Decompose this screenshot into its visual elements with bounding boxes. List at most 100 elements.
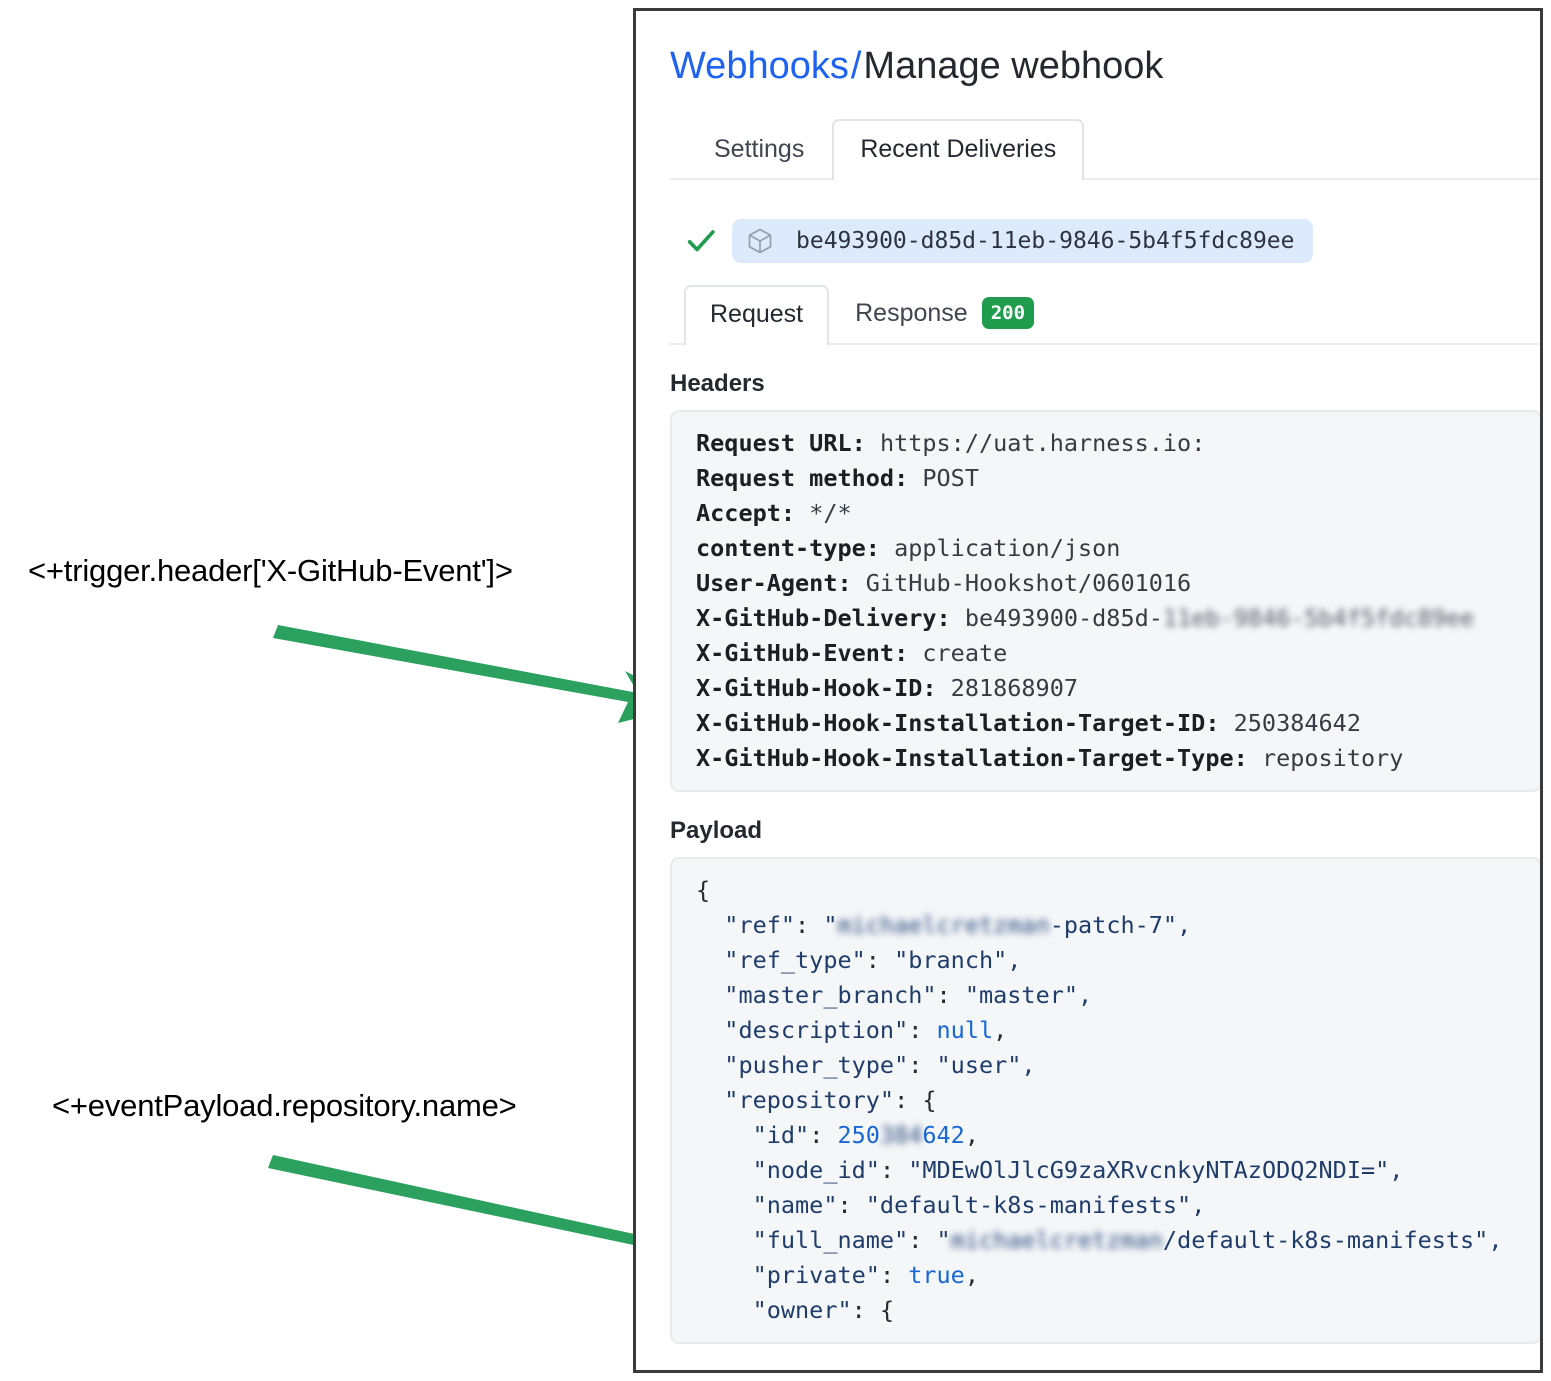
payload-separator: : (936, 980, 965, 1009)
payload-separator: : (837, 1190, 866, 1219)
indent (696, 1191, 753, 1219)
breadcrumb-separator: / (850, 45, 862, 87)
payload-separator: : (894, 1085, 923, 1114)
header-line: Accept: */* (696, 496, 1540, 531)
payload-codebox: { "ref": "michaelcretzman-patch-7", "ref… (670, 856, 1540, 1344)
indent (696, 911, 724, 939)
payload-value: true (908, 1260, 965, 1289)
header-key: X-GitHub-Hook-Installation-Target-ID: (696, 708, 1234, 737)
header-line: X-GitHub-Event: create (696, 636, 1540, 671)
payload-separator: : (851, 1295, 880, 1324)
payload-separator: : (908, 1225, 937, 1254)
payload-value: { (879, 1295, 895, 1324)
payload-token: , (964, 1260, 979, 1289)
header-value: create (922, 638, 1008, 667)
breadcrumb-current: Manage webhook (863, 45, 1164, 87)
payload-key: "ref_type" (724, 945, 866, 974)
header-line: User-Agent: GitHub-Hookshot/0601016 (696, 566, 1540, 601)
header-value: https://uat.harness.io: (879, 428, 1206, 457)
header-line: content-type: application/json (696, 531, 1540, 566)
indent (696, 1226, 753, 1254)
payload-line: "owner": { (696, 1293, 1540, 1328)
indent (696, 946, 724, 974)
redacted-text: 11eb-9846-5b4f5fdc89ee (1162, 603, 1475, 632)
payload-line: "name": "default-k8s-manifests", (696, 1188, 1540, 1223)
header-value: repository (1261, 743, 1404, 772)
payload-line: "master_branch": "master", (696, 978, 1540, 1013)
payload-value: null (936, 1015, 994, 1044)
payload-key: "private" (752, 1260, 880, 1289)
header-key: Request method: (696, 463, 923, 492)
indent (696, 1261, 753, 1289)
payload-value: 250 (837, 1120, 880, 1149)
payload-line: "repository": { (696, 1083, 1540, 1118)
payload-line: "ref_type": "branch", (696, 943, 1540, 978)
payload-token: { (696, 875, 711, 904)
payload-line: "node_id": "MDEwOlJlcG9zaXRvcnkyNTAzODQ2… (696, 1153, 1540, 1188)
header-line: X-GitHub-Hook-Installation-Target-ID: 25… (696, 706, 1540, 741)
payload-separator: : (865, 945, 895, 974)
cube-icon (746, 227, 774, 255)
payload-value: "MDEwOlJlcG9zaXRvcnkyNTAzODQ2NDI=", (908, 1155, 1404, 1184)
delivery-row[interactable]: be493900-d85d-11eb-9846-5b4f5fdc89ee (670, 180, 1540, 277)
delivery-chip[interactable]: be493900-d85d-11eb-9846-5b4f5fdc89ee (732, 218, 1313, 263)
payload-key: "description" (724, 1015, 909, 1044)
payload-key: "master_branch" (724, 980, 937, 1009)
header-key: X-GitHub-Delivery: (696, 603, 965, 632)
annotation-label-event-payload: <+eventPayload.repository.name> (52, 1088, 517, 1123)
indent (696, 1156, 753, 1184)
annotation-label-trigger-header: <+trigger.header['X-GitHub-Event']> (28, 553, 513, 588)
payload-value: -patch-7", (1049, 910, 1192, 939)
payload-line: "private": true, (696, 1258, 1540, 1293)
indent (696, 981, 724, 1009)
subtab-request-label: Request (710, 299, 804, 328)
payload-line: "pusher_type": "user", (696, 1048, 1540, 1083)
payload-line: { (696, 873, 1540, 908)
payload-key: "ref" (724, 910, 796, 939)
payload-key: "repository" (724, 1085, 895, 1114)
breadcrumb-link-webhooks[interactable]: Webhooks (670, 45, 849, 87)
payload-key: "name" (752, 1190, 838, 1219)
webhook-card: Webhooks/Manage webhook Settings Recent … (633, 8, 1543, 1373)
header-value: 250384642 (1233, 708, 1361, 737)
payload-label: Payload (670, 816, 763, 844)
subtab-response[interactable]: Response 200 (829, 283, 1060, 343)
header-key: X-GitHub-Hook-Installation-Target-Type: (696, 743, 1262, 772)
payload-value: "user", (936, 1050, 1036, 1079)
payload-token: , (964, 1120, 979, 1149)
payload-separator: : (809, 1120, 838, 1149)
header-line: X-GitHub-Hook-Installation-Target-Type: … (696, 741, 1540, 776)
header-key: Accept: (696, 498, 810, 527)
header-value: be493900-d85d- (964, 603, 1163, 632)
header-line: X-GitHub-Hook-ID: 281868907 (696, 671, 1540, 706)
payload-separator: : (879, 1155, 909, 1184)
payload-value: " (936, 1225, 951, 1254)
header-line: Request URL: https://uat.harness.io: (696, 426, 1540, 461)
payload-key: "pusher_type" (724, 1050, 909, 1079)
headers-label: Headers (670, 369, 765, 397)
header-value: POST (922, 463, 979, 492)
header-key: content-type: (696, 533, 895, 562)
subtab-request[interactable]: Request (684, 284, 830, 345)
payload-separator: : (795, 910, 824, 939)
tab-settings[interactable]: Settings (714, 134, 805, 163)
payload-separator: : (879, 1260, 909, 1289)
payload-line: "description": null, (696, 1013, 1540, 1048)
payload-separator: : (908, 1050, 937, 1079)
page-title: Webhooks/Manage webhook (670, 11, 1540, 116)
payload-value: " (823, 910, 838, 939)
header-key: X-GitHub-Event: (696, 638, 923, 667)
redacted-text: michaelcretzman (837, 910, 1050, 939)
request-response-tabnav: Request Response 200 (670, 283, 1540, 345)
headers-codebox: Request URL: https://uat.harness.io:Requ… (670, 409, 1540, 792)
header-key: Request URL: (696, 428, 880, 457)
indent (696, 1296, 753, 1324)
payload-value: "branch", (894, 945, 1022, 974)
payload-value: { (922, 1085, 937, 1114)
delivery-guid: be493900-d85d-11eb-9846-5b4f5fdc89ee (796, 227, 1295, 254)
tab-recent-deliveries[interactable]: Recent Deliveries (832, 118, 1085, 180)
header-value: 281868907 (950, 673, 1079, 702)
indent (696, 1016, 724, 1044)
payload-separator: : (908, 1015, 937, 1044)
redacted-text: 384 (879, 1120, 923, 1149)
